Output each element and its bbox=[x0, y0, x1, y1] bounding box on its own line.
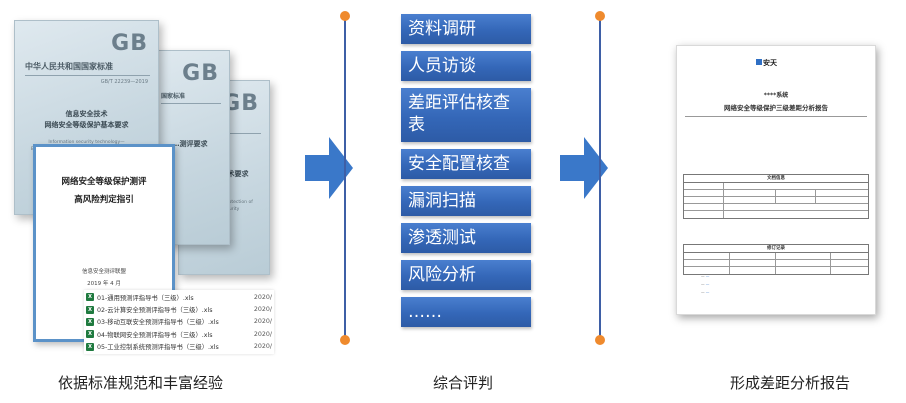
right-arrow-icon bbox=[305, 137, 353, 199]
gb-mark: GB bbox=[182, 61, 219, 86]
timeline-dot bbox=[340, 11, 350, 21]
file-row: X 04-物联网安全预测评指导书（三级）.xls 2020/ bbox=[86, 328, 272, 340]
excel-file-icon: X bbox=[86, 317, 94, 326]
caption-report: 形成差距分析报告 bbox=[730, 374, 851, 392]
timeline-line-right bbox=[599, 16, 601, 340]
step-gap-checklist: 差距评估核查表 bbox=[401, 88, 531, 142]
file-date: 2020/ bbox=[253, 306, 272, 314]
timeline-dot bbox=[340, 335, 350, 345]
step-vuln-scan: 漏洞扫描 bbox=[401, 186, 531, 216]
table-row bbox=[684, 197, 868, 204]
contact-line: — — bbox=[701, 290, 710, 294]
file-date: 2020/ bbox=[253, 318, 272, 326]
excel-file-icon: X bbox=[86, 305, 94, 314]
gap-analysis-report: 安天 ****系统 网络安全等级保护三级差距分析报告 文档信息 修订记录 — —… bbox=[676, 45, 876, 315]
guide-title: 网络安全等级保护测评 高风险判定指引 bbox=[61, 177, 147, 205]
report-title: 网络安全等级保护三级差距分析报告 bbox=[724, 104, 828, 112]
assessment-steps: 资料调研 人员访谈 差距评估核查表 安全配置核查 漏洞扫描 渗透测试 风险分析 … bbox=[401, 14, 531, 334]
step-config-check: 安全配置核查 bbox=[401, 149, 531, 179]
timeline-dot bbox=[595, 335, 605, 345]
file-date: 2020/ bbox=[253, 330, 272, 338]
revision-table: 修订记录 bbox=[683, 244, 869, 275]
file-date: 2020/ bbox=[253, 293, 272, 301]
file-name: 03-移动互联安全预测评指导书（三级）.xls bbox=[97, 319, 219, 327]
doc-info-table: 文档信息 bbox=[683, 174, 869, 219]
revision-title: 修订记录 bbox=[684, 245, 868, 253]
report-divider bbox=[685, 116, 867, 117]
standards-collage: GB 国家标准 …设计技术要求 …general of protection o… bbox=[0, 0, 300, 370]
book-code: GB/T 22239—2019 bbox=[100, 79, 148, 85]
excel-file-icon: X bbox=[86, 293, 94, 302]
caption-standards: 依据标准规范和丰富经验 bbox=[58, 374, 224, 392]
book-header: 国家标准 bbox=[161, 91, 221, 104]
table-row bbox=[684, 183, 868, 190]
contact-line: — — bbox=[701, 274, 710, 278]
guide-date: 2019 年 4 月 bbox=[87, 281, 121, 287]
file-row: X 05-工业控制系统预测评指导书（三级）.xls 2020/ bbox=[86, 341, 272, 353]
step-document-research: 资料调研 bbox=[401, 14, 531, 44]
book-title: …测评要求 bbox=[172, 140, 208, 148]
table-row bbox=[684, 190, 868, 197]
table-row bbox=[684, 211, 868, 218]
book-header: 中华人民共和国国家标准 bbox=[25, 61, 150, 76]
gb-mark: GB bbox=[111, 31, 148, 56]
table-row bbox=[684, 204, 868, 211]
book-title: 信息安全技术 网络安全等级保护基本要求 bbox=[44, 110, 129, 129]
table-row bbox=[684, 253, 868, 260]
report-logo: 安天 bbox=[763, 59, 777, 67]
step-risk-analysis: 风险分析 bbox=[401, 260, 531, 290]
file-row: X 01-通用预测评指导书（三级）.xls 2020/ bbox=[86, 291, 272, 303]
caption-evaluation: 综合评判 bbox=[433, 374, 494, 392]
excel-file-icon: X bbox=[86, 342, 94, 351]
file-name: 04-物联网安全预测评指导书（三级）.xls bbox=[97, 331, 213, 339]
contact-line: — — bbox=[701, 282, 710, 286]
report-system-name: ****系统 bbox=[763, 92, 789, 99]
right-arrow-icon bbox=[560, 137, 608, 199]
file-name: 02-云计算安全预测评指导书（三级）.xls bbox=[97, 307, 213, 315]
step-ellipsis: …… bbox=[401, 297, 531, 327]
table-row bbox=[684, 260, 868, 267]
antiy-logo-icon bbox=[756, 59, 762, 65]
table-row bbox=[684, 267, 868, 274]
excel-file-icon: X bbox=[86, 330, 94, 339]
timeline-line-left bbox=[344, 16, 346, 340]
timeline-dot bbox=[595, 11, 605, 21]
file-row: X 03-移动互联安全预测评指导书（三级）.xls 2020/ bbox=[86, 316, 272, 328]
doc-info-title: 文档信息 bbox=[684, 175, 868, 183]
file-name: 05-工业控制系统预测评指导书（三级）.xls bbox=[97, 344, 219, 352]
file-list: X 01-通用预测评指导书（三级）.xls 2020/ X 02-云计算安全预测… bbox=[84, 290, 274, 354]
report-contacts: — — — — — — bbox=[701, 272, 709, 296]
step-pentest: 渗透测试 bbox=[401, 223, 531, 253]
file-name: 01-通用预测评指导书（三级）.xls bbox=[97, 294, 194, 302]
file-date: 2020/ bbox=[253, 343, 272, 351]
guide-org: 信息安全测评联盟 bbox=[81, 269, 126, 275]
file-row: X 02-云计算安全预测评指导书（三级）.xls 2020/ bbox=[86, 303, 272, 315]
step-interview: 人员访谈 bbox=[401, 51, 531, 81]
